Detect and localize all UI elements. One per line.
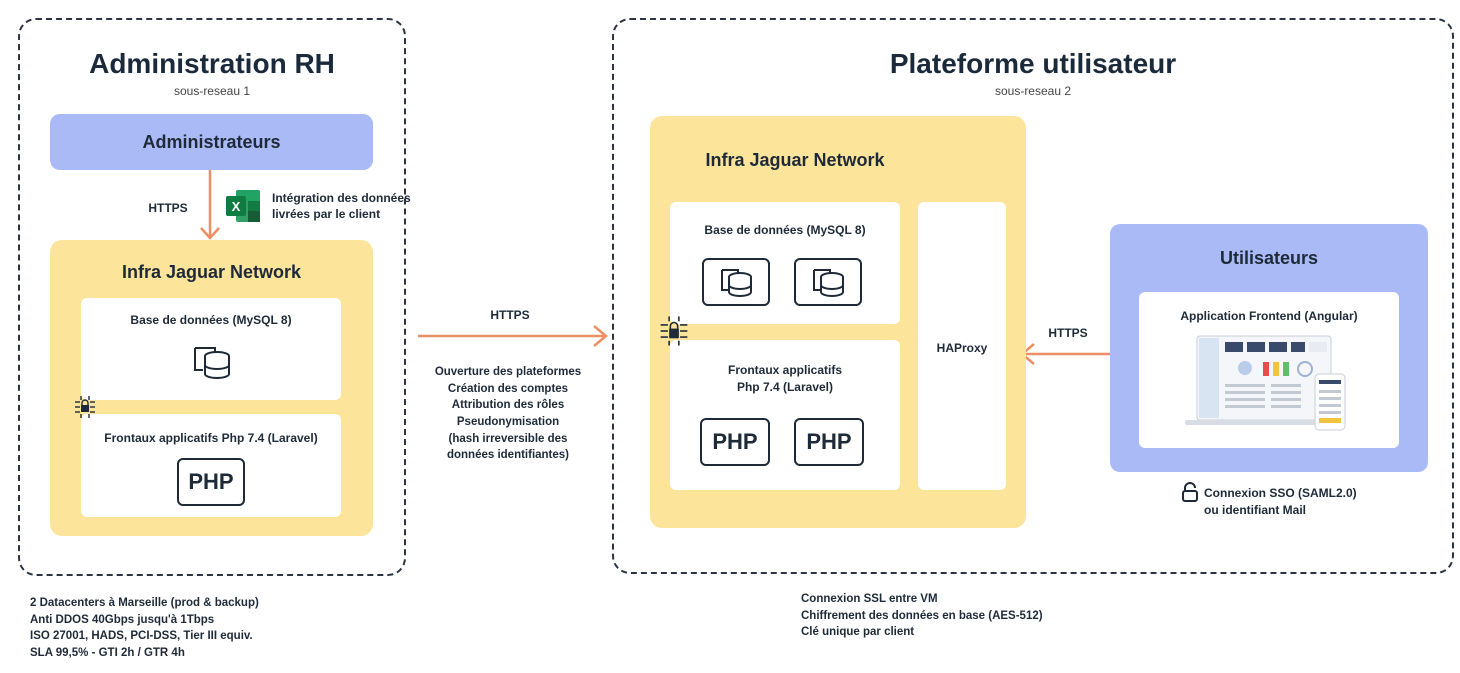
utilisateurs-label: Utilisateurs — [1219, 248, 1319, 268]
front-panel-right: Frontaux applicatifs Php 7.4 (Laravel) P… — [670, 340, 900, 490]
front-label-right-1: Frontaux applicatifs — [727, 363, 843, 377]
haproxy-label: HAProxy — [936, 341, 988, 355]
footer-left-line: SLA 99,5% - GTI 2h / GTR 4h — [30, 647, 185, 660]
action-item: (hash irreversible des — [448, 432, 568, 445]
integration-text: Intégration des données livrées par le c… — [272, 191, 411, 222]
footer-right: Connexion SSL entre VM Chiffrement des d… — [801, 591, 1121, 641]
infra-box-right: Infra Jaguar Network Base de données (My… — [650, 116, 1026, 528]
action-item: Création des comptes — [447, 382, 569, 395]
db-label-right: Base de données (MySQL 8) — [704, 223, 866, 237]
footer-left: 2 Datacenters à Marseille (prod & backup… — [30, 595, 370, 662]
database-icon — [189, 342, 235, 382]
haproxy-panel: HAProxy — [918, 202, 1006, 490]
php-box-right-2: PHP — [794, 418, 864, 466]
sso-line-1: Connexion SSO (SAML2.0) — [1204, 486, 1357, 500]
footer-right-line: Clé unique par client — [801, 626, 915, 639]
laptop-dashboard-image — [1185, 334, 1355, 432]
action-item: données identifiantes) — [446, 449, 570, 462]
php-box-left: PHP — [177, 458, 245, 506]
padlock-icon — [1180, 482, 1200, 502]
administrateurs-label: Administrateurs — [142, 132, 281, 152]
lock-chip-icon — [658, 314, 690, 348]
php-box-right-1: PHP — [700, 418, 770, 466]
app-frontend-label: Application Frontend (Angular) — [1180, 309, 1358, 323]
database-icon — [702, 258, 770, 306]
action-item: Pseudonymisation — [456, 416, 560, 429]
footer-right-line: Connexion SSL entre VM — [801, 593, 938, 605]
footer-left-line: Anti DDOS 40Gbps jusqu'à 1Tbps — [30, 613, 215, 626]
footer-right-line: Chiffrement des données en base (AES-512… — [801, 609, 1043, 622]
action-item: Ouverture des plateformes — [434, 366, 582, 378]
excel-icon: X — [224, 188, 262, 224]
https-label-right: HTTPS — [1048, 326, 1088, 340]
db-panel-left: Base de données (MySQL 8) — [81, 298, 341, 400]
lock-chip-icon — [72, 394, 98, 420]
db-label-left: Base de données (MySQL 8) — [130, 313, 292, 327]
svg-text:X: X — [232, 199, 241, 214]
infra-label-left: Infra Jaguar Network — [121, 262, 302, 282]
footer-left-line: ISO 27001, HADS, PCI-DSS, Tier III equiv… — [30, 630, 253, 643]
zone-title-admin: Administration RH — [89, 48, 335, 79]
zone-subtitle-plateforme: sous-reseau 2 — [994, 84, 1072, 98]
https-label-left: HTTPS — [148, 201, 188, 215]
zone-title-plateforme: Plateforme utilisateur — [889, 48, 1177, 79]
sso-line-2: ou identifiant Mail — [1204, 503, 1306, 517]
zone-plateforme-utilisateur — [612, 18, 1454, 574]
zone-administration-rh — [18, 18, 406, 576]
https-label-middle: HTTPS — [490, 308, 530, 322]
front-panel-left: Frontaux applicatifs Php 7.4 (Laravel) P… — [81, 414, 341, 517]
front-label-right-2: Php 7.4 (Laravel) — [736, 380, 834, 394]
app-frontend-panel: Application Frontend (Angular) — [1139, 292, 1399, 448]
infra-box-left: Infra Jaguar Network Base de données (My… — [50, 240, 373, 536]
action-item: Attribution des rôles — [451, 399, 565, 412]
footer-left-line: 2 Datacenters à Marseille (prod & backup… — [30, 597, 259, 609]
database-icon — [794, 258, 862, 306]
zone-subtitle-admin: sous-reseau 1 — [173, 84, 251, 98]
administrateurs-box: Administrateurs — [50, 114, 373, 170]
front-label-left: Frontaux applicatifs Php 7.4 (Laravel) — [104, 431, 318, 445]
infra-label-right: Infra Jaguar Network — [705, 150, 885, 170]
actions-list: Ouverture des plateformes Création des c… — [408, 364, 608, 464]
db-panel-right: Base de données (MySQL 8) — [670, 202, 900, 324]
utilisateurs-box: Utilisateurs Application Frontend (Angul… — [1110, 224, 1428, 472]
